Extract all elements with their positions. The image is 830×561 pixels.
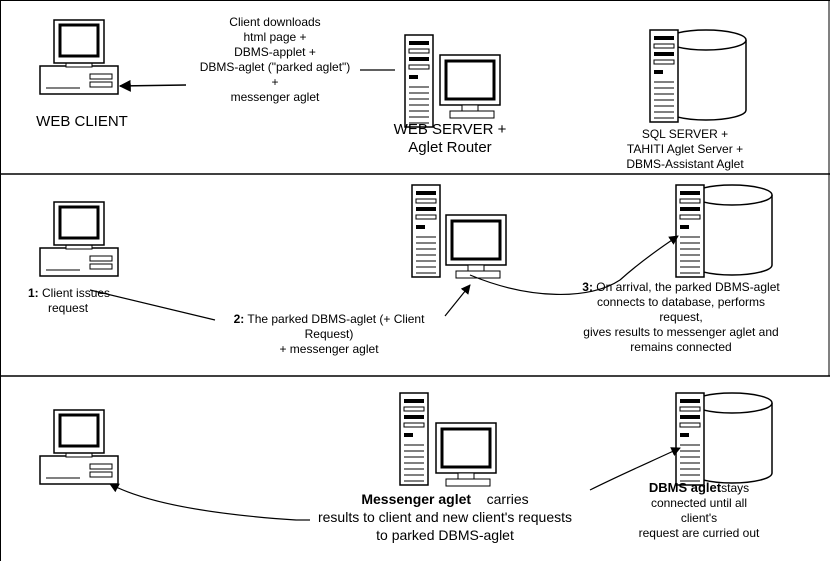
step3-line: connects to database, performs xyxy=(596,295,766,309)
step3-line: remains connected xyxy=(630,340,732,354)
downloads-line: messenger aglet xyxy=(230,90,320,104)
sql-server-label: SQL SERVER + TAHITI Aglet Server + DBMS-… xyxy=(600,127,770,172)
step1-line: 1: Client issues xyxy=(28,286,128,301)
messenger-line: Messenger aglet carries xyxy=(265,490,625,508)
dbms-aglet-text: DBMS agletstays connected until all clie… xyxy=(614,480,784,541)
step3-text: 3: On arrival, the parked DBMS-aglet con… xyxy=(556,280,806,355)
step1-number: 1: xyxy=(28,286,39,300)
web-server-monitor-2-icon xyxy=(444,213,508,280)
step3-line-text: On arrival, the parked DBMS-aglet xyxy=(596,280,780,294)
messenger-aglet-title: Messenger aglet xyxy=(361,491,472,507)
step3-line: request, xyxy=(659,310,703,324)
client-computer-2-icon xyxy=(38,200,120,278)
downloads-line: DBMS-applet + xyxy=(234,45,316,59)
request-arrow-up xyxy=(444,284,471,317)
request-line-1 xyxy=(89,289,216,321)
web-client-computer-icon xyxy=(38,18,120,96)
step3-line: gives results to messenger aglet and xyxy=(583,325,779,339)
downloads-text: Client downloads html page + DBMS-applet… xyxy=(175,15,375,105)
web-server-line: WEB SERVER + xyxy=(393,121,507,138)
downloads-line: + xyxy=(271,75,279,89)
web-server-monitor-icon xyxy=(438,53,502,120)
step2-text: 2: The parked DBMS-aglet (+ Client Reque… xyxy=(214,312,444,357)
web-server-tower-2-icon xyxy=(411,184,441,278)
step1-text: 1: Client issues request xyxy=(28,286,128,316)
step2-line-text: The parked DBMS-aglet (+ Client xyxy=(247,312,425,326)
dbms-line: DBMS agletstays xyxy=(614,480,784,496)
db-server-3-icon xyxy=(676,393,772,485)
messenger-text: Messenger aglet carries results to clien… xyxy=(265,490,625,544)
sql-server-line: DBMS-Assistant Aglet xyxy=(626,157,744,171)
dbms-aglet-title: DBMS aglet xyxy=(648,480,722,495)
step2-number: 2: xyxy=(233,312,245,326)
messenger-line: results to client and new client's reque… xyxy=(317,509,573,525)
downloads-line: Client downloads xyxy=(229,15,321,29)
migration-curve-arrow xyxy=(469,235,679,296)
step1-line: request xyxy=(48,301,89,315)
dbms-stays: stays xyxy=(721,481,750,495)
db-server-2-icon xyxy=(676,185,772,277)
sql-server-line: TAHITI Aglet Server + xyxy=(626,142,744,156)
web-server-monitor-3-icon xyxy=(434,421,498,488)
step3-line: 3: On arrival, the parked DBMS-aglet xyxy=(556,280,806,295)
client-computer-3-icon xyxy=(38,408,120,486)
dbms-line: connected until all xyxy=(650,496,748,510)
request-curve-arrow xyxy=(589,447,681,491)
messenger-line: to parked DBMS-aglet xyxy=(376,527,514,543)
step1-line-text: Client issues xyxy=(42,286,111,300)
step2-line: Request) xyxy=(304,327,354,341)
web-server-tower-3-icon xyxy=(399,392,429,486)
download-arrow xyxy=(118,79,187,92)
results-curve-arrow xyxy=(109,483,297,521)
step3-number: 3: xyxy=(582,280,593,294)
web-client-label: WEB CLIENT xyxy=(36,113,128,130)
dbms-line: client's xyxy=(680,511,718,525)
step2-line: + messenger aglet xyxy=(279,342,379,356)
web-server-tower-icon xyxy=(404,34,434,128)
web-server-line: Aglet Router xyxy=(408,139,492,156)
web-server-label: WEB SERVER + Aglet Router xyxy=(370,121,530,157)
messenger-carries: carries xyxy=(486,491,529,507)
downloads-line: html page + xyxy=(243,30,307,44)
sql-server-line: SQL SERVER + xyxy=(641,127,729,141)
downloads-line: DBMS-aglet ("parked aglet") xyxy=(199,60,351,74)
dbms-line: request are curried out xyxy=(638,526,760,540)
step2-line: 2: The parked DBMS-aglet (+ Client xyxy=(214,312,444,327)
sql-server-database-icon xyxy=(650,30,746,122)
